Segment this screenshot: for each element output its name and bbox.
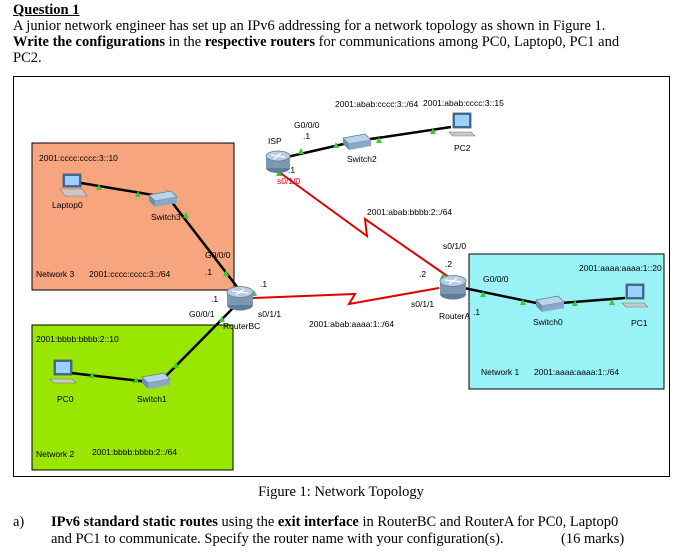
network-topology-figure: 2001:abab:cccc:3::/64 2001:abab:cccc:3::… — [13, 76, 670, 477]
link-led — [183, 212, 189, 218]
link-switch2-pc2 — [363, 125, 452, 142]
routera-router-icon[interactable] — [439, 275, 467, 300]
switch0-icon[interactable] — [535, 295, 565, 312]
label-bc-g001: G0/0/1 — [189, 309, 215, 319]
link-switch0-pc1 — [560, 296, 626, 305]
question-line-3: PC2. — [13, 50, 42, 66]
switch1-icon[interactable] — [141, 372, 171, 389]
subquestion-marks: (16 marks) — [561, 531, 625, 547]
link-led — [173, 362, 179, 368]
label-laptop0: Laptop0 — [52, 200, 83, 210]
pc2-icon[interactable] — [448, 112, 476, 137]
link-laptop0-switch3 — [80, 181, 154, 197]
label-ra-dot2-a: .2 — [445, 259, 452, 269]
label-pc2: PC2 — [454, 143, 471, 153]
label-bc-routera-network: 2001:abab:aaaa:1::/64 — [309, 319, 394, 329]
label-network-1-address: 2001:aaaa:aaaa:1::/64 — [534, 367, 619, 377]
label-ra-s011: s0/1/1 — [411, 299, 434, 309]
label-bc-dot1-c: .1 — [211, 294, 218, 304]
link-routera-switch0 — [458, 285, 542, 306]
subquestion-letter: a) — [13, 514, 25, 530]
label-pc1-address: 2001:aaaa:aaaa:1::20 — [579, 263, 662, 273]
label-network-2-address: 2001:bbbb:bbbb:2::/64 — [92, 447, 177, 457]
emphasis-exit-interface: exit interface — [277, 514, 359, 530]
link-led — [376, 137, 382, 143]
label-isp-g000: G0/0/0 — [294, 120, 320, 130]
serial-link-isp-routera — [278, 171, 454, 281]
routerbc-router-icon[interactable] — [226, 286, 254, 311]
pc1-icon[interactable] — [621, 283, 649, 308]
link-led — [333, 142, 339, 148]
link-led — [223, 270, 229, 276]
emphasis-write-configurations: Write the configurations — [13, 34, 165, 50]
isp-router-icon[interactable] — [265, 150, 291, 173]
label-switch0: Switch0 — [533, 317, 563, 327]
link-led — [96, 184, 102, 190]
label-isp-s010: s0/1/0 — [277, 176, 300, 186]
label-switch1: Switch1 — [137, 394, 167, 404]
emphasis-respective-routers: respective routers — [204, 34, 316, 50]
link-led — [219, 316, 225, 322]
link-led — [298, 148, 304, 154]
switch3-icon[interactable] — [148, 190, 178, 207]
link-led — [276, 170, 282, 176]
question-line-2: Write the configurations in the respecti… — [13, 34, 620, 50]
label-isp-device: ISP — [268, 136, 282, 146]
question-text: A junior network engineer has set up an … — [13, 18, 673, 66]
link-isp-switch2 — [286, 141, 349, 159]
label-ra-dot2-b: .2 — [419, 269, 426, 279]
subquestion-line-2: and PC1 to communicate. Specify the rout… — [51, 531, 504, 547]
label-isp-dot1-a: .1 — [303, 131, 310, 141]
network-2-area — [31, 324, 234, 471]
label-pc2-address: 2001:abab:cccc:3::15 — [423, 98, 504, 108]
subquestion-line-1: IPv6 standard static routes using the ex… — [51, 514, 619, 530]
label-network-1: Network 1 — [481, 367, 520, 377]
label-pc1: PC1 — [631, 318, 648, 328]
pc0-icon[interactable] — [49, 359, 77, 384]
label-laptop0-address: 2001:cccc:cccc:3::10 — [39, 153, 118, 163]
figure-caption: Figure 1: Network Topology — [258, 484, 424, 500]
laptop0-icon[interactable] — [59, 173, 88, 197]
label-pc0-address: 2001:bbbb:bbbb:2::10 — [36, 334, 119, 344]
link-switch3-routerbc — [170, 200, 242, 293]
label-isp-dot1-b: .1 — [288, 165, 295, 175]
link-led — [520, 299, 526, 305]
label-switch2: Switch2 — [347, 154, 377, 164]
label-bc-g000: G0/0/0 — [205, 250, 231, 260]
switch2-icon[interactable] — [342, 133, 372, 150]
label-ra-g000: G0/0/0 — [483, 274, 509, 284]
network-1-area — [468, 253, 665, 390]
link-led — [609, 299, 615, 305]
link-led — [572, 300, 578, 306]
label-ra-dot1: .1 — [473, 307, 480, 317]
label-network-3: Network 3 — [36, 269, 75, 279]
link-led — [89, 372, 95, 378]
serial-link-routerbc-routera — [252, 287, 440, 306]
emphasis-static-routes: IPv6 standard static routes — [51, 514, 218, 530]
label-pc0: PC0 — [57, 394, 74, 404]
subquestion-body: IPv6 standard static routes using the ex… — [51, 514, 671, 548]
label-bc-dot1-b: .1 — [260, 279, 267, 289]
label-network-3-address: 2001:cccc:cccc:3::/64 — [89, 269, 171, 279]
label-ra-s010: s0/1/0 — [443, 241, 466, 251]
link-led — [480, 291, 486, 297]
label-routera: RouterA — [439, 311, 471, 321]
label-isp-routera-network: 2001:abab:bbbb:2::/64 — [367, 207, 452, 217]
label-network-2: Network 2 — [36, 449, 75, 459]
network-3-area — [31, 142, 235, 291]
label-switch3: Switch3 — [151, 212, 181, 222]
link-led — [430, 128, 436, 134]
label-routerbc: RouterBC — [223, 321, 260, 331]
label-bc-dot1-a: .1 — [205, 267, 212, 277]
question-title: Question 1 — [13, 2, 80, 18]
link-led — [133, 377, 139, 383]
label-bc-s011: s0/1/1 — [258, 309, 281, 319]
link-led — [135, 191, 141, 197]
label-isp-network: 2001:abab:cccc:3::/64 — [335, 99, 418, 109]
question-line-1: A junior network engineer has set up an … — [13, 18, 606, 34]
